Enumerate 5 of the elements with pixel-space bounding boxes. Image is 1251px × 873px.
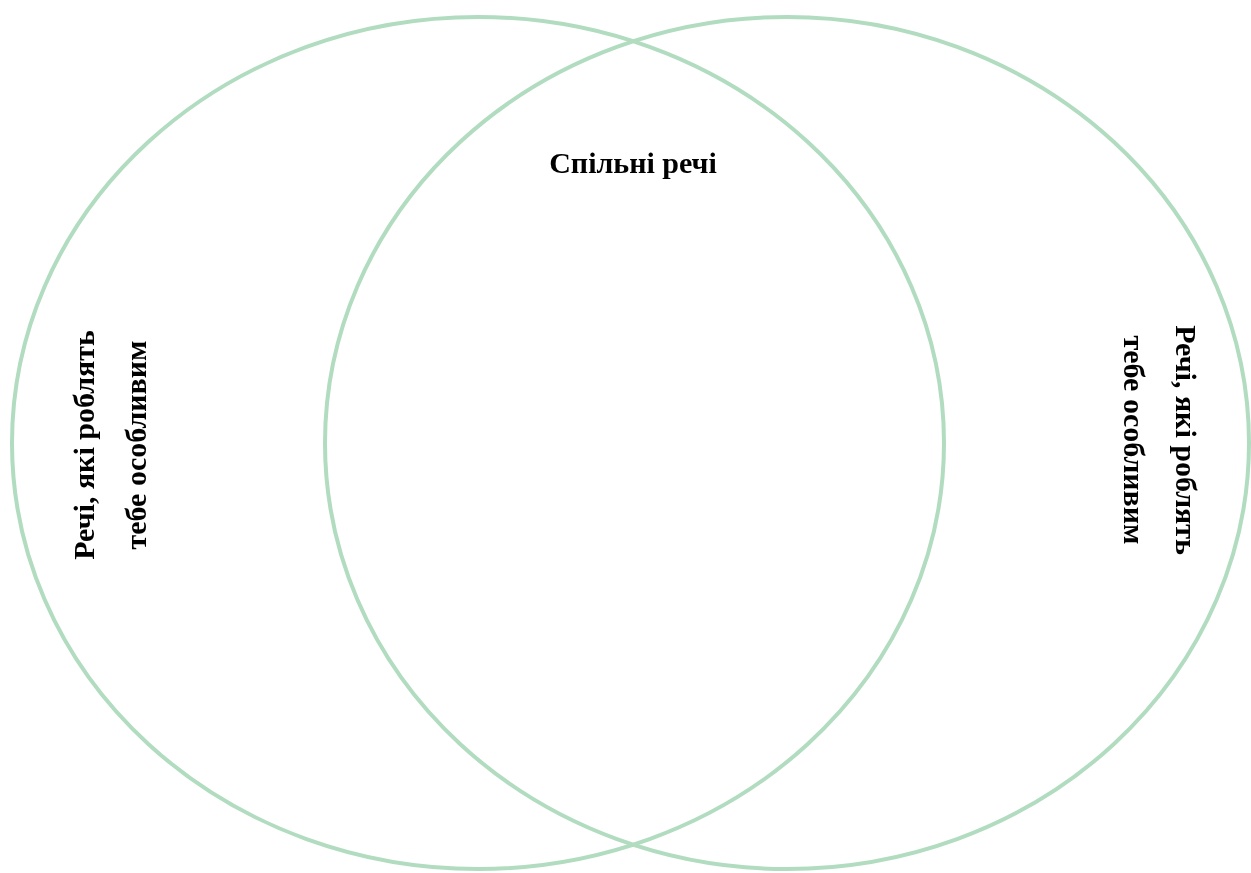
circle-heading: Речі, які роблять тебе особливим <box>66 329 153 562</box>
overlap-label: Спільні речі <box>549 146 717 180</box>
venn-ellipse <box>323 15 1251 871</box>
circle-heading: Речі, які роблять тебе особливим <box>1117 324 1204 557</box>
venn-ellipse <box>10 15 946 871</box>
